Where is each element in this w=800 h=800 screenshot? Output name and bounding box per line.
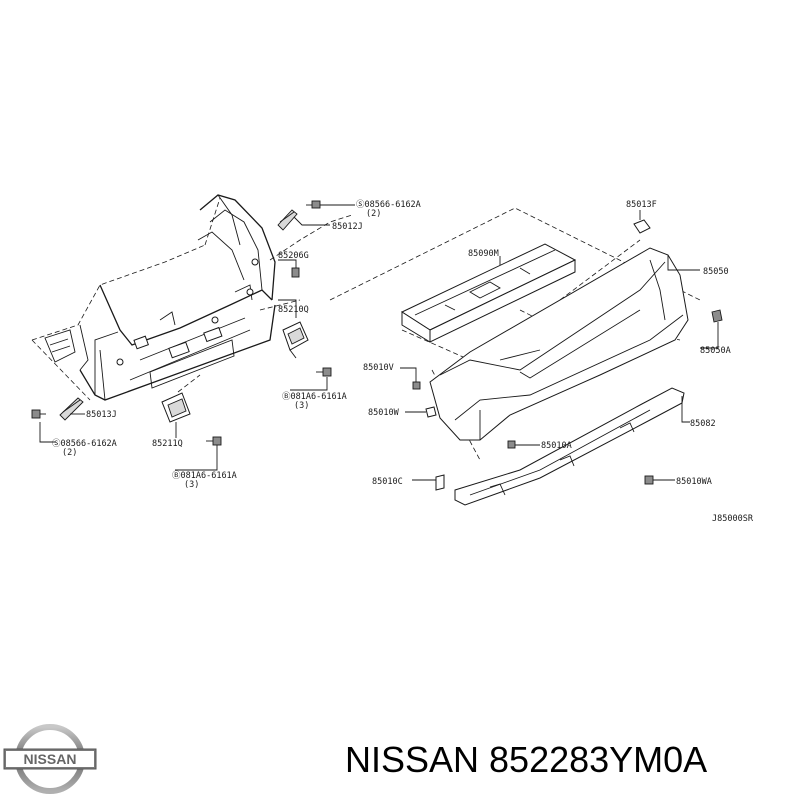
label-85082: 85082 (690, 419, 716, 429)
clip-85206g (291, 267, 300, 278)
bolt-081a6-bot (206, 436, 222, 446)
bracket-85013j (59, 397, 84, 421)
bumper-fascia (429, 247, 689, 441)
label-85211q: 85211Q (152, 439, 183, 449)
diagram-code: J85000SR (712, 514, 754, 524)
label-85010c: 85010C (372, 477, 403, 487)
label-85206g: 85206G (278, 251, 309, 261)
bolt-08566-top (306, 200, 321, 209)
energy-absorber-85090m (400, 243, 577, 343)
label-08566-bot-qty: (2) (62, 448, 77, 458)
label-08566-bot: Ⓢ08566-6162A (52, 439, 117, 449)
bracket-85211q (161, 392, 191, 423)
screw-85010v (412, 381, 421, 390)
label-85010v: 85010V (363, 363, 394, 373)
label-85013f: 85013F (626, 200, 657, 210)
nissan-logo: NISSAN (3, 724, 97, 794)
label-081a6-mid: Ⓑ081A6-6161A (282, 392, 347, 402)
label-85090m: 85090M (468, 249, 499, 259)
screw-85010wa (644, 475, 654, 485)
label-85210q: 85210Q (278, 305, 309, 315)
clip-85010c (435, 474, 445, 491)
screw-85010a (507, 440, 516, 449)
bracket-85210q (282, 321, 309, 359)
leader-lines-right (400, 210, 719, 481)
label-081a6-bot: Ⓑ081A6-6161A (172, 471, 237, 481)
label-85013j: 85013J (86, 410, 117, 420)
label-85010wa: 85010WA (676, 477, 712, 487)
bolt-08566-bot (31, 409, 46, 419)
label-08566-top-qty: (2) (366, 209, 381, 219)
clip-85010w (425, 406, 437, 418)
label-85010w: 85010W (368, 408, 400, 418)
bracket-85012j (277, 209, 298, 231)
label-081a6-bot-qty: (3) (184, 480, 199, 490)
label-08566-top: Ⓢ08566-6162A (356, 200, 421, 210)
label-081a6-mid-qty: (3) (294, 401, 309, 411)
label-85050a: 85050A (700, 346, 731, 356)
label-85050: 85050 (703, 267, 729, 277)
leader-lines-left (39, 204, 355, 471)
clip-85013f (633, 219, 651, 234)
clip-85050a (711, 309, 723, 323)
label-85012j: 85012J (332, 222, 363, 232)
nissan-logo-text: NISSAN (24, 751, 77, 767)
rear-body-structure (31, 194, 353, 401)
bolt-081a6-mid (316, 367, 332, 377)
label-85010a: 85010A (541, 441, 572, 451)
part-number-caption: NISSAN 852283YM0A (345, 739, 708, 780)
